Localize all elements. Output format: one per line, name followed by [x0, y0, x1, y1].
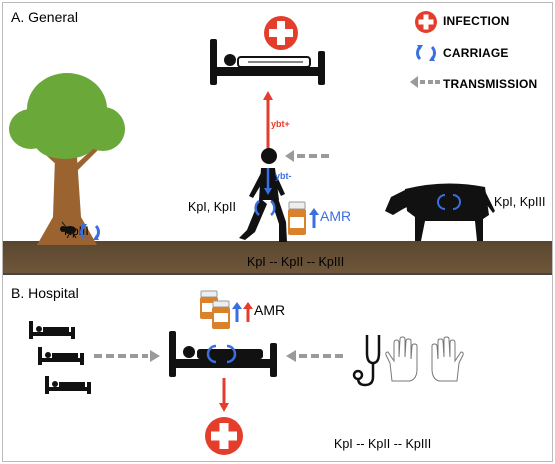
ybt-minus-label: ybt-: [275, 171, 292, 181]
infection-progression-arrow: [219, 378, 229, 412]
transmission-arrow: [94, 350, 160, 362]
hospital-bed-icon: [210, 39, 325, 85]
hand-icon: [385, 336, 418, 382]
amr-up-arrow: [232, 302, 242, 322]
legend-infection-label: INFECTION: [443, 14, 510, 28]
infection-icon: [415, 11, 437, 33]
panel-general: A. General INFECTION CARRIAGE TRANSMISSI…: [3, 3, 552, 273]
hospital-bed-icon: [169, 331, 277, 377]
cow-strains-label: KpI, KpIII: [494, 195, 546, 209]
ground-strains-label: KpI -- KpII -- KpIII: [247, 255, 345, 269]
ybt-plus-label: ybt+: [271, 119, 290, 129]
pill-bottle-icon: [288, 201, 306, 235]
hospital-bed-icon: [38, 347, 84, 365]
hand-icon: [431, 336, 464, 382]
hospital-bed-icon: [29, 321, 75, 339]
cow-icon: [385, 183, 495, 241]
transmission-arrow-icon: [410, 76, 440, 88]
insect-icon: [60, 221, 77, 239]
ground-soil: [3, 241, 552, 273]
transmission-arrow: [285, 150, 329, 162]
legend-carriage-label: CARRIAGE: [443, 46, 509, 60]
hospital-strains-label: KpI -- KpII -- KpIII: [334, 437, 432, 451]
hospital-bed-icon: [45, 376, 91, 394]
carriage-icon: [80, 224, 100, 240]
stethoscope-icon: [352, 335, 381, 387]
person-strains-label: KpI, KpII: [188, 200, 236, 214]
amr-up-arrow: [309, 208, 319, 228]
infection-progression-arrow: [263, 91, 273, 153]
amr-label: AMR: [320, 208, 352, 224]
transmission-arrow: [286, 350, 343, 362]
panel-b-title: B. Hospital: [11, 285, 79, 301]
amr-up-arrow: [243, 302, 253, 322]
hospital-amr-label: AMR: [254, 302, 286, 318]
carriage-icon: [416, 45, 436, 61]
pill-bottle-icon: [200, 290, 230, 329]
tree-icon: [9, 73, 125, 245]
legend-transmission-label: TRANSMISSION: [443, 77, 538, 91]
person-icon: [239, 148, 287, 242]
infection-icon: [205, 417, 243, 455]
panel-a-title: A. General: [11, 9, 78, 25]
infection-icon: [264, 16, 298, 50]
panel-divider: [3, 273, 552, 275]
